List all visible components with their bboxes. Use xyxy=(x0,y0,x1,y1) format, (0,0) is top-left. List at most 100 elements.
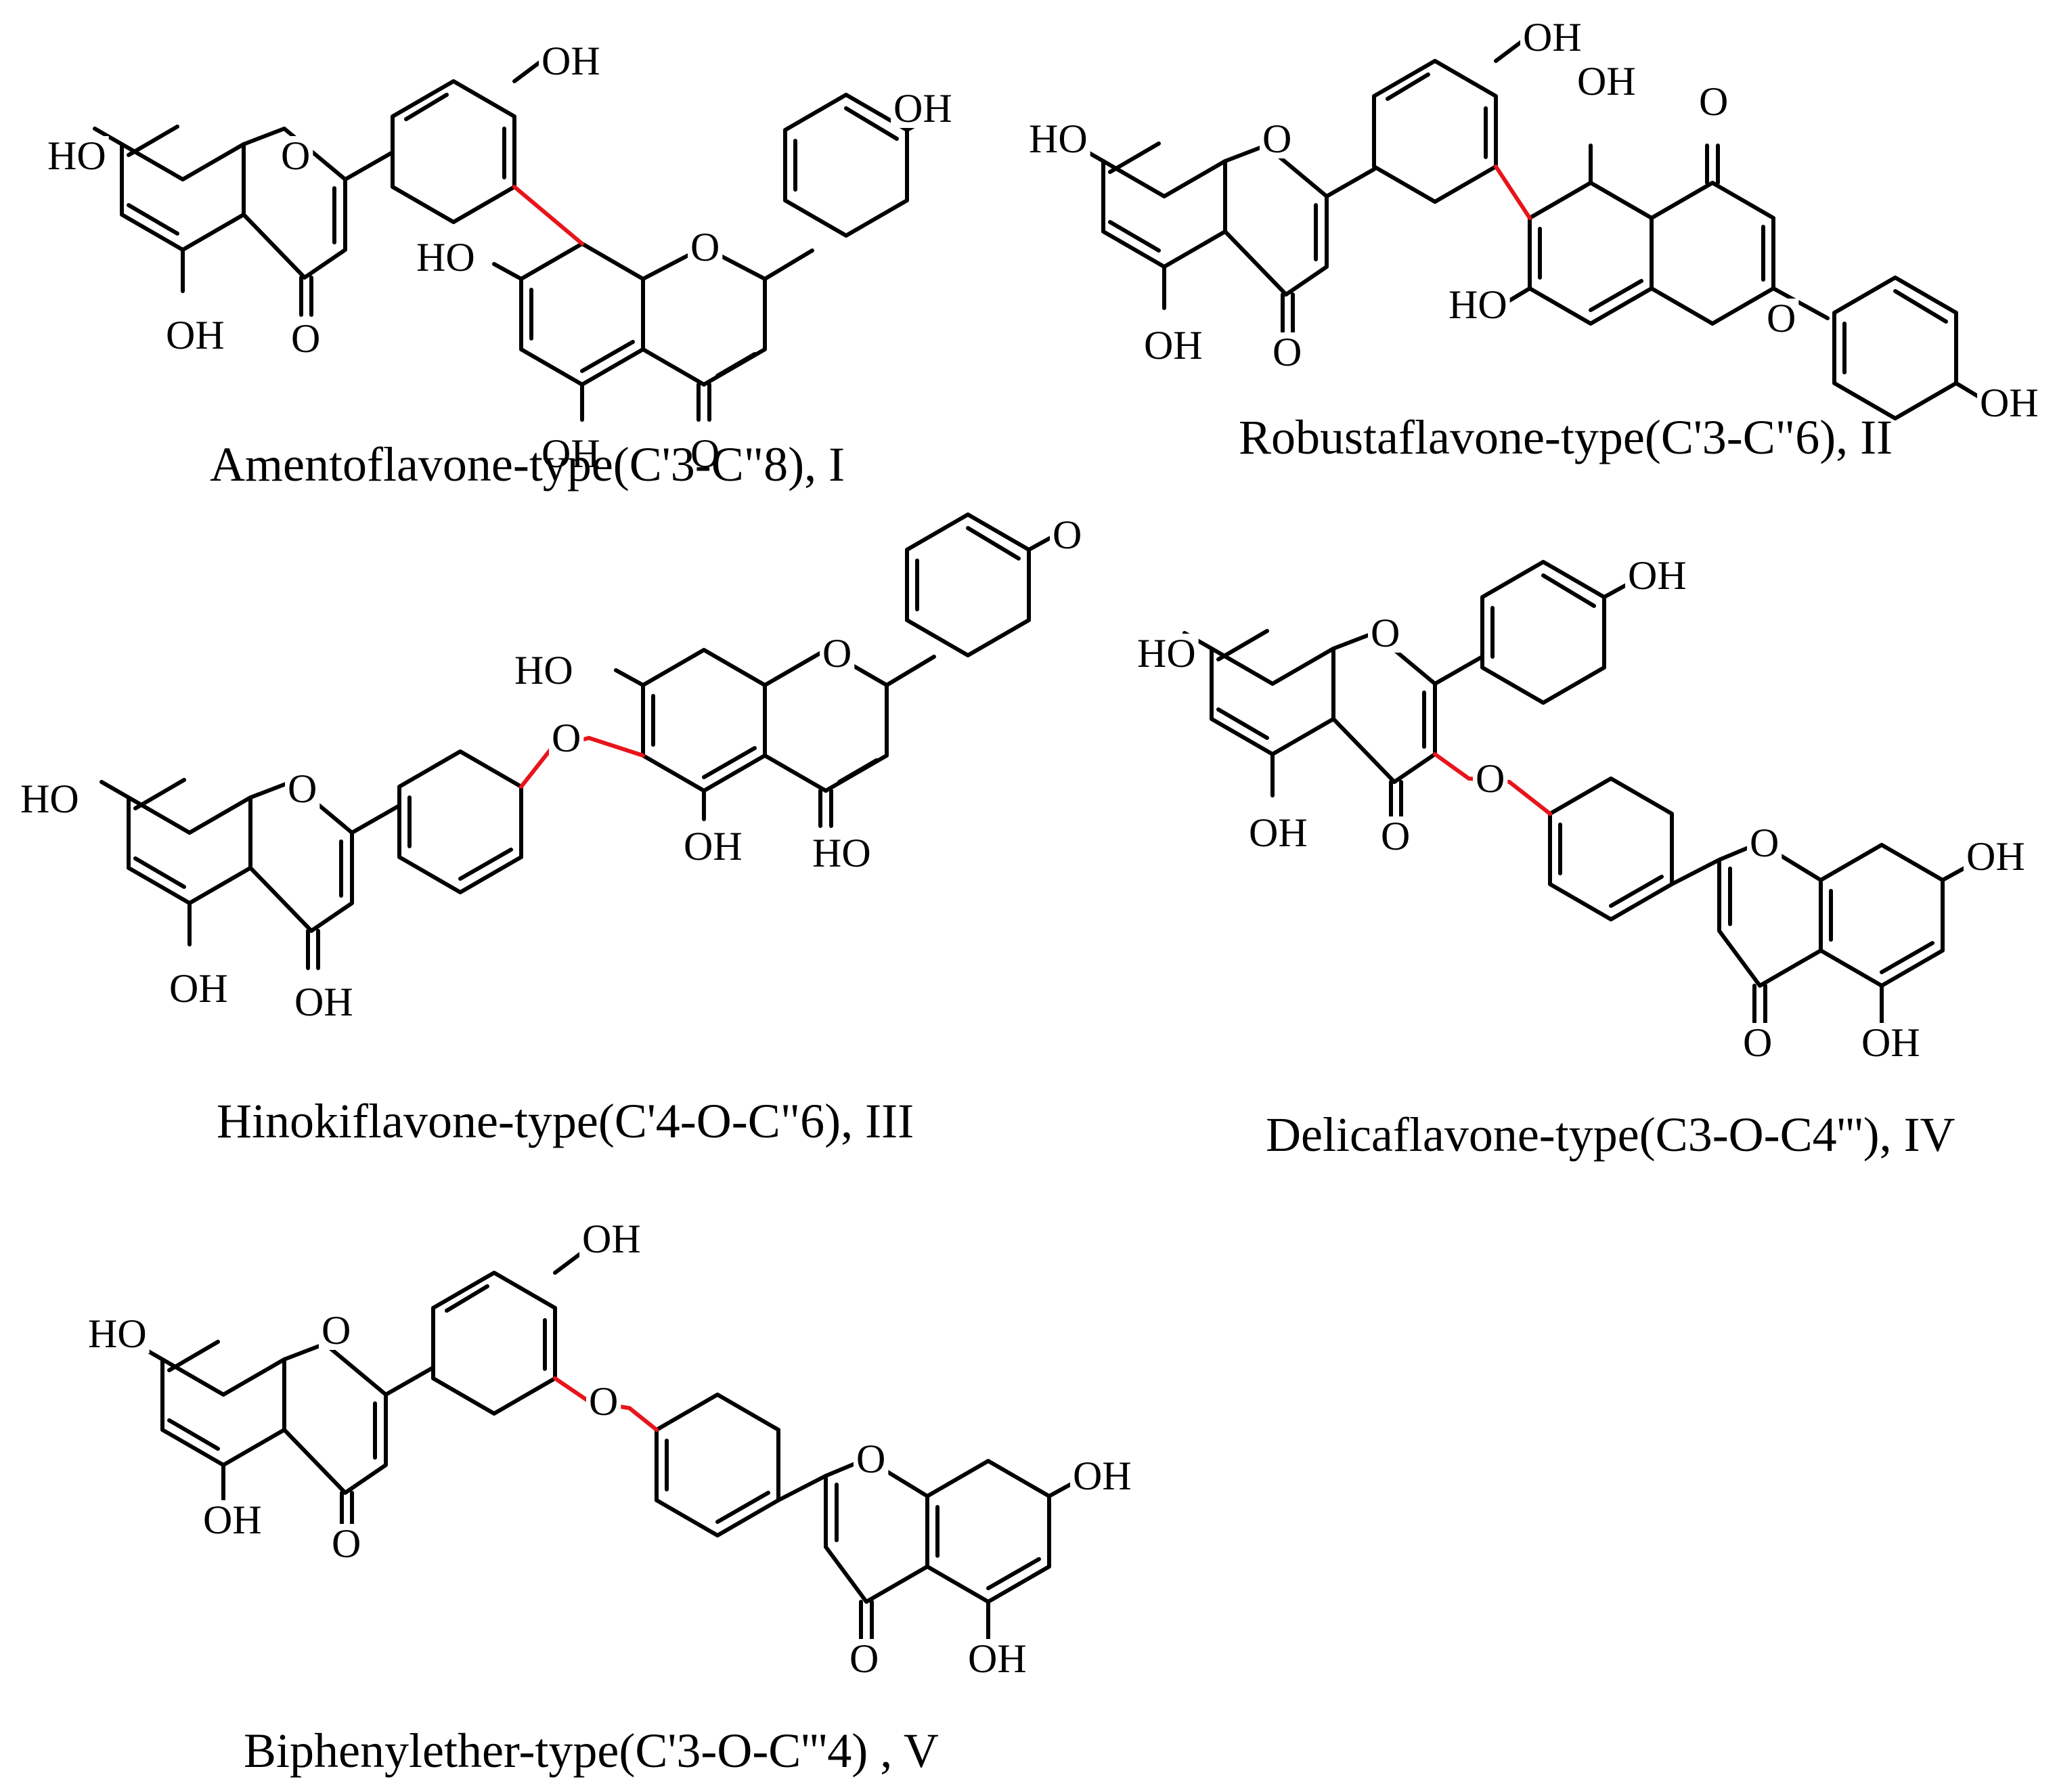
label-knockout xyxy=(329,1524,364,1563)
label-knockout xyxy=(1740,1023,1775,1062)
caption-V: Biphenylether-type(C'3-O-C'''4) , V xyxy=(244,1724,939,1778)
caption-III: Hinokiflavone-type(C'4-O-C"6), III xyxy=(217,1094,914,1148)
atom-label: HO xyxy=(1029,116,1088,161)
atom-label: O xyxy=(1262,116,1291,161)
structure-amentoflavone xyxy=(93,59,936,422)
atom-label: O xyxy=(849,1636,879,1681)
label-knockout xyxy=(278,136,313,175)
atom-label: OH xyxy=(893,86,952,131)
label-knockout xyxy=(1964,837,2028,876)
label-knockout xyxy=(319,1311,354,1350)
atom-label: O xyxy=(822,631,851,676)
label-knockout xyxy=(1026,119,1090,158)
linkage-bond-II xyxy=(1494,165,1532,220)
label-knockout xyxy=(512,651,576,690)
label-knockout xyxy=(1574,62,1639,101)
label-knockout xyxy=(539,41,603,81)
atom-label: O xyxy=(1743,1020,1772,1065)
atom-label: O xyxy=(281,133,310,178)
atom-label: OH xyxy=(1628,553,1687,598)
label-knockout xyxy=(810,833,874,873)
atom-label: OH xyxy=(541,39,600,83)
structure-biphenylether xyxy=(133,1250,1078,1644)
atom-label: O xyxy=(291,316,320,361)
structure-delicaflavone xyxy=(1182,560,1972,1028)
atom-label: OH xyxy=(968,1636,1027,1681)
atom-label: O xyxy=(1273,330,1302,374)
label-knockout xyxy=(1260,119,1295,158)
atom-label: HO xyxy=(20,777,79,821)
atom-label: O xyxy=(1767,296,1796,341)
caption-I: Amentoflavone-type(C'3-C"8), I xyxy=(210,437,845,491)
atom-label: O xyxy=(288,766,317,811)
atom-label: OH xyxy=(1966,834,2025,879)
caption-IV: Delicaflavone-type(C3-O-C4'''), IV xyxy=(1266,1108,1955,1162)
atom-label: O xyxy=(690,431,720,476)
atom-label: OH xyxy=(1249,810,1308,855)
atom-label: O xyxy=(1476,756,1505,801)
atom-label: OH xyxy=(684,824,743,869)
caption-II: Robustaflavone-type(C'3-C"6), II xyxy=(1239,410,1893,464)
atom-label: HO xyxy=(812,831,871,875)
atom-label: HO xyxy=(416,235,475,280)
label-knockout xyxy=(549,718,584,758)
structure-hinokiflavone xyxy=(99,512,1058,970)
label-knockout xyxy=(1625,556,1689,595)
atom-label: O xyxy=(1053,512,1082,557)
atom-label: OH xyxy=(582,1217,641,1261)
label-knockout xyxy=(1050,515,1085,554)
atom-label: HO xyxy=(1448,282,1507,327)
atom-label: O xyxy=(1750,821,1779,865)
atom-label: OH xyxy=(541,431,600,476)
atom-label: OH xyxy=(166,313,225,357)
atom-label: HO xyxy=(47,133,106,178)
atom-label: OH xyxy=(1980,380,2039,425)
label-knockout xyxy=(688,227,723,267)
label-knockout xyxy=(167,969,231,1008)
label-knockout xyxy=(847,1639,882,1678)
label-knockout xyxy=(1368,613,1403,653)
atom-label: O xyxy=(322,1308,351,1353)
label-knockout xyxy=(1747,823,1782,862)
atom-label: OH xyxy=(1861,1020,1920,1065)
label-knockout xyxy=(1520,18,1585,57)
linkage-bonds xyxy=(512,165,1552,1432)
atom-label: OH xyxy=(203,1498,262,1542)
atom-label: OH xyxy=(1073,1454,1132,1498)
label-knockout xyxy=(45,136,109,175)
label-knockout xyxy=(820,634,855,673)
label-knockout xyxy=(414,238,478,277)
label-knockout xyxy=(1141,326,1206,365)
atom-label: OH xyxy=(1523,15,1582,60)
label-knockout xyxy=(18,779,82,818)
atom-label: O xyxy=(1371,611,1400,655)
label-knockout xyxy=(1134,634,1199,673)
atom-label: HO xyxy=(1137,631,1196,676)
label-knockout xyxy=(1378,816,1413,856)
label-knockout xyxy=(586,1382,621,1421)
label-knockout xyxy=(288,319,324,358)
label-knockout xyxy=(1270,332,1305,372)
label-knockout xyxy=(163,315,227,355)
label-knockout xyxy=(688,434,723,473)
label-knockout xyxy=(85,1314,150,1353)
label-knockout xyxy=(539,434,603,473)
atom-labels: HO O OH OH O OH HO O OH O HO O OH OH O O… xyxy=(18,15,2041,1681)
label-knockout xyxy=(681,827,745,866)
label-knockout xyxy=(579,1219,644,1259)
atom-label: HO xyxy=(88,1311,147,1356)
atom-label: OH xyxy=(169,966,228,1011)
atom-label: O xyxy=(1381,814,1410,858)
atom-label: O xyxy=(589,1379,618,1424)
atom-label: HO xyxy=(514,648,573,693)
label-knockout xyxy=(285,769,320,808)
label-knockout xyxy=(292,982,356,1022)
structure-robustaflavone xyxy=(1074,39,1985,420)
label-knockout xyxy=(1446,285,1510,324)
label-knockout xyxy=(891,89,955,128)
label-knockout xyxy=(1859,1023,1923,1062)
atom-label: OH xyxy=(294,980,353,1024)
atom-label: O xyxy=(332,1521,361,1566)
label-knockout xyxy=(1473,759,1508,798)
